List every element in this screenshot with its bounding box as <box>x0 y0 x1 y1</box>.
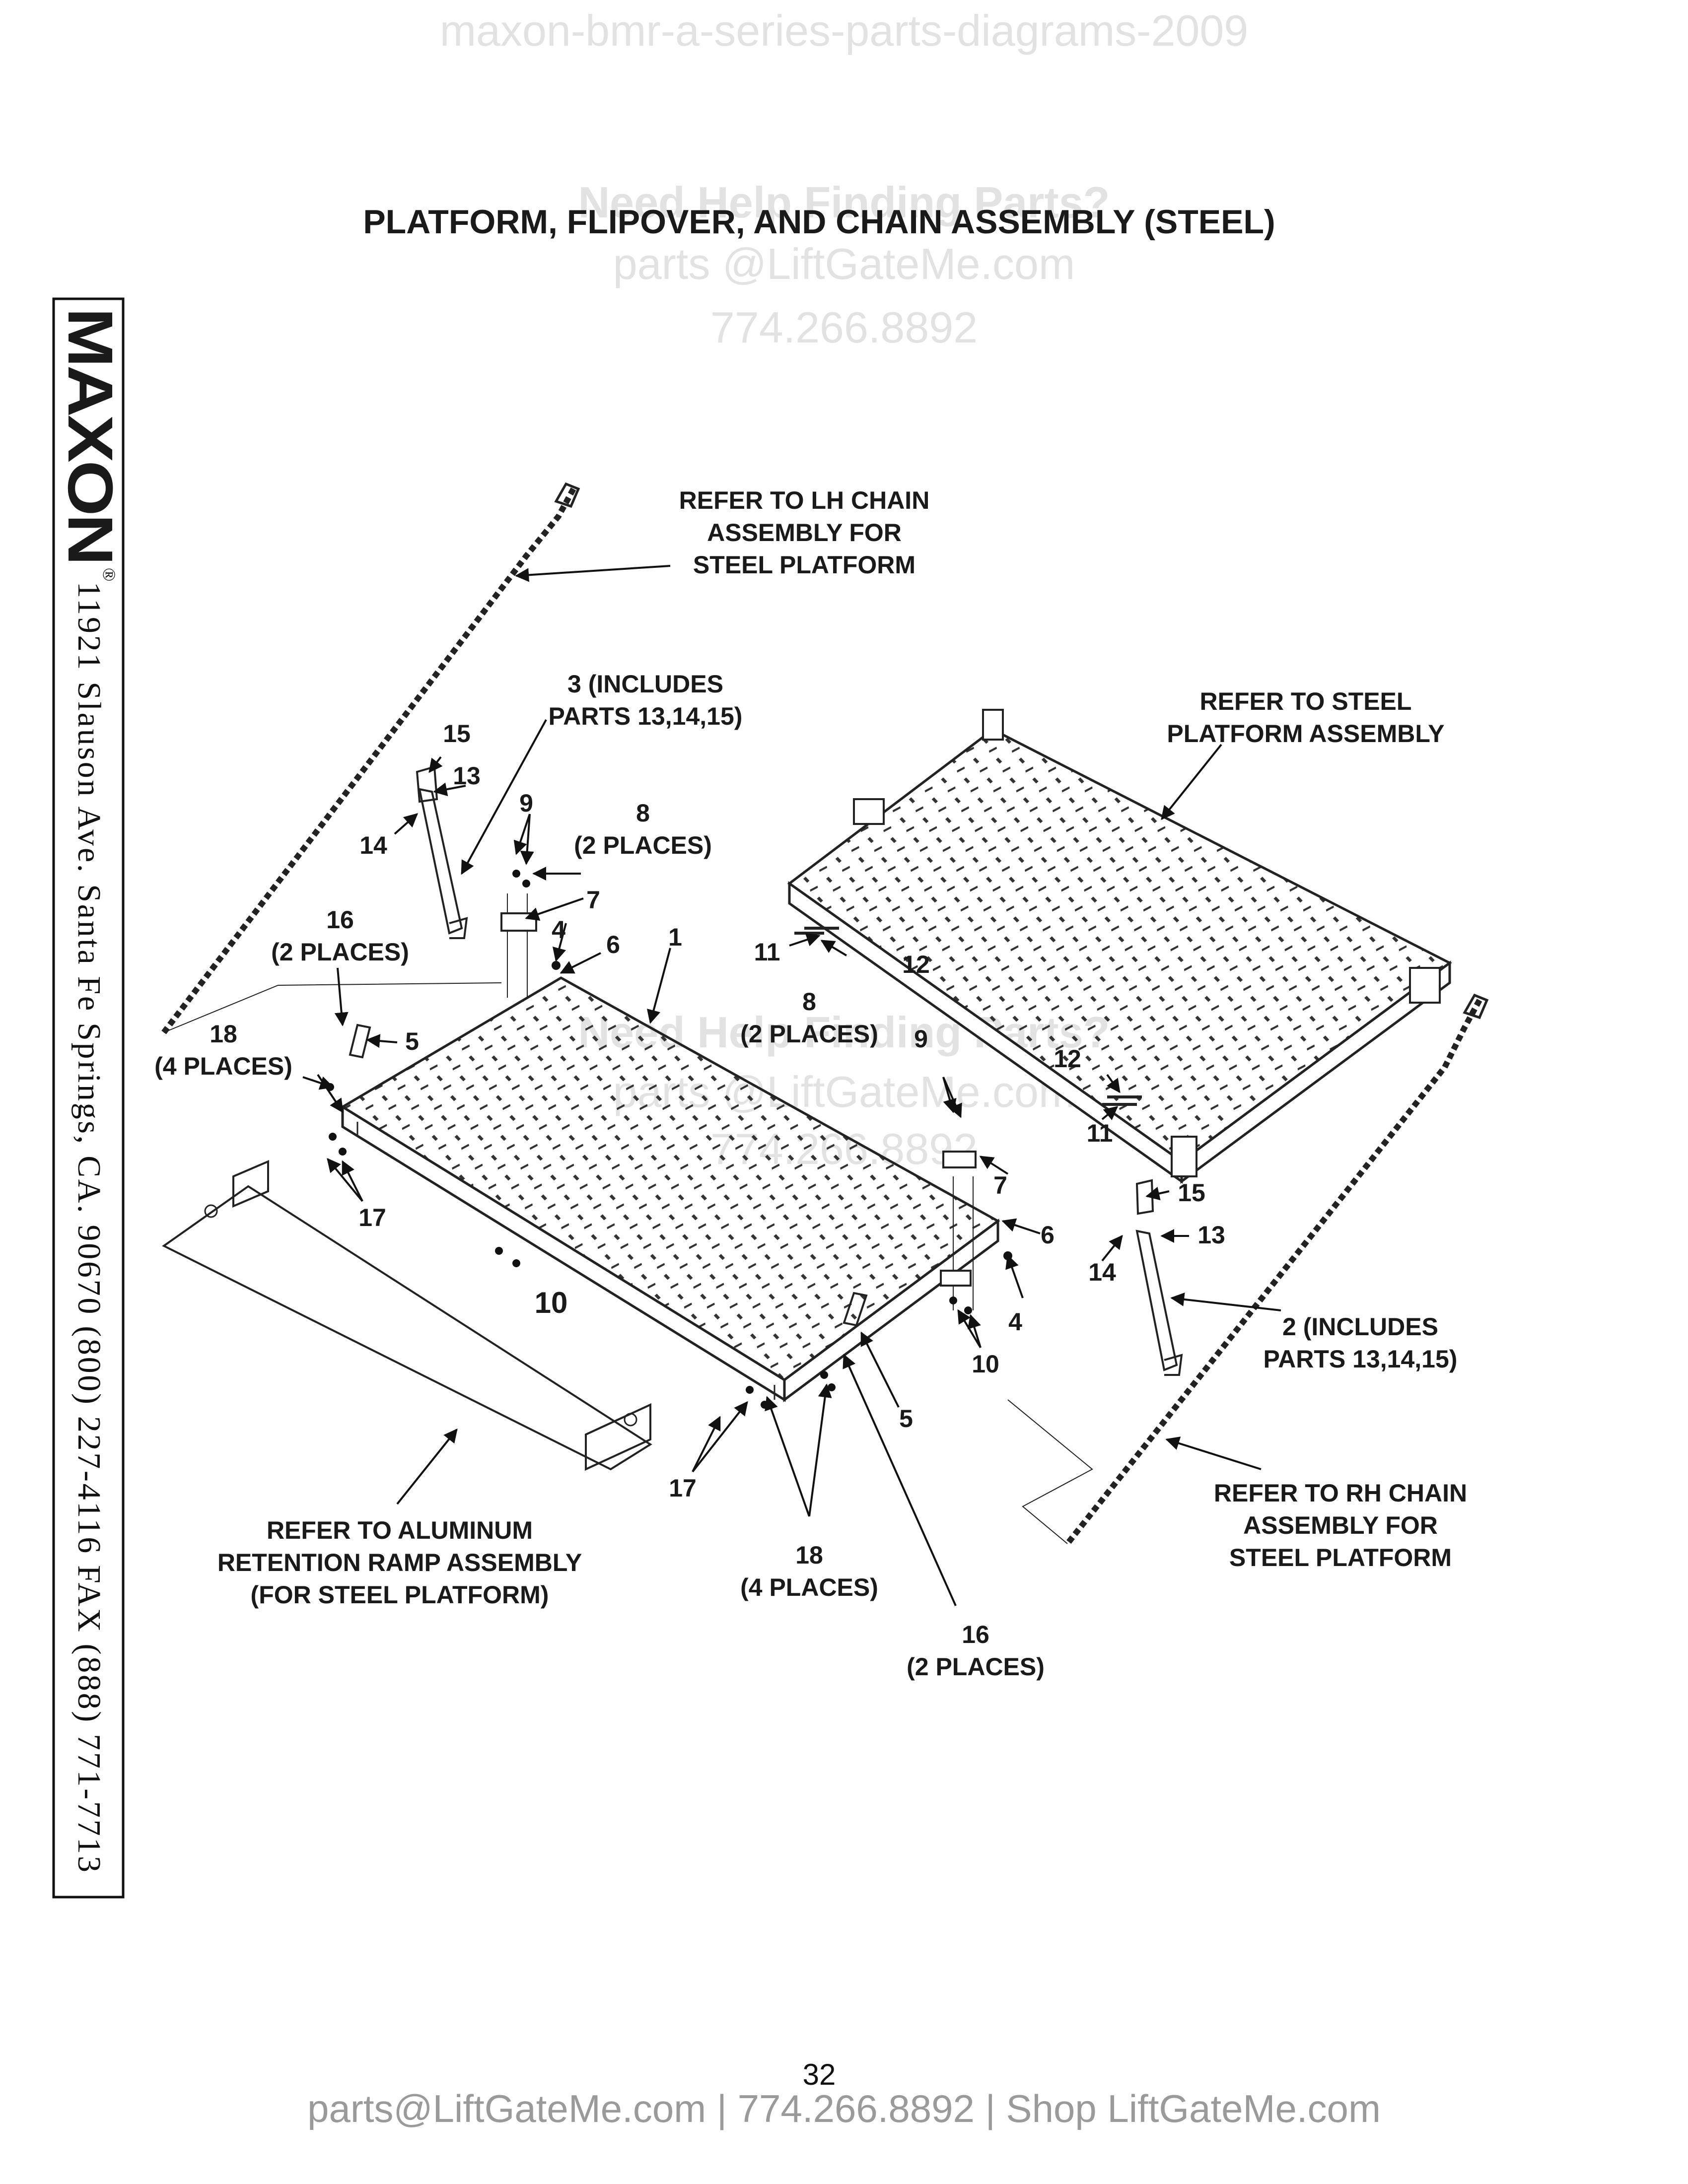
callout-8b-2: (2 PLACES) <box>740 1020 878 1048</box>
callout-16a-1: 16 <box>326 906 354 934</box>
callout-15a: 15 <box>443 720 471 748</box>
callout-18a-1: 18 <box>210 1020 237 1048</box>
callout-lh-chain-1: REFER TO LH CHAIN <box>679 486 930 514</box>
footer-contact: parts@LiftGateMe.com | 774.266.8892 | Sh… <box>307 2087 1381 2130</box>
callout-14a: 14 <box>359 831 387 859</box>
registered-mark: ® <box>99 568 119 581</box>
callout-15b: 15 <box>1178 1179 1205 1207</box>
callout-13b: 13 <box>1197 1221 1225 1249</box>
callout-part2-1: 2 (INCLUDES <box>1282 1313 1438 1341</box>
callout-labels: REFER TO LH CHAIN ASSEMBLY FOR STEEL PLA… <box>154 486 1467 1681</box>
callout-part3-2: PARTS 13,14,15) <box>549 702 743 730</box>
callout-rh-chain-3: STEEL PLATFORM <box>1229 1544 1452 1571</box>
callout-16a-2: (2 PLACES) <box>271 938 409 966</box>
callout-7a: 7 <box>586 886 600 914</box>
callout-1: 1 <box>668 923 682 951</box>
callout-8a-2: (2 PLACES) <box>574 831 712 859</box>
watermark-doc-name: maxon-bmr-a-series-parts-diagrams-2009 <box>440 6 1249 55</box>
drawing-lines <box>161 482 1489 1546</box>
aluminum-ramp <box>162 1160 652 1471</box>
maxon-logo: MAXON <box>55 308 126 563</box>
callout-16b-1: 16 <box>962 1621 989 1648</box>
watermark-email: parts @LiftGateMe.com <box>613 239 1075 288</box>
callout-ramp-1: REFER TO ALUMINUM <box>267 1516 533 1544</box>
callout-11a: 11 <box>754 938 780 966</box>
callout-lh-chain-3: STEEL PLATFORM <box>693 551 915 579</box>
callout-part3-1: 3 (INCLUDES <box>567 670 723 698</box>
callout-12a: 12 <box>902 951 930 978</box>
steel-platform-upper <box>787 709 1452 1184</box>
callout-rh-chain-2: ASSEMBLY FOR <box>1243 1511 1438 1539</box>
callout-lh-chain-2: ASSEMBLY FOR <box>707 519 902 546</box>
callout-6a: 6 <box>606 931 620 958</box>
callout-9b: 9 <box>914 1025 928 1053</box>
callout-10b: 10 <box>972 1350 999 1378</box>
page-title: PLATFORM, FLIPOVER, AND CHAIN ASSEMBLY (… <box>363 203 1275 241</box>
flipover-platform <box>340 976 1000 1402</box>
callout-4a: 4 <box>552 916 565 944</box>
callout-9a: 9 <box>519 789 533 817</box>
fasteners <box>326 870 1012 1409</box>
callout-part2-2: PARTS 13,14,15) <box>1264 1345 1458 1373</box>
callout-18a-2: (4 PLACES) <box>154 1052 292 1080</box>
callout-14b: 14 <box>1088 1258 1116 1286</box>
watermark-phone: 774.266.8892 <box>710 303 978 352</box>
leader-arrows <box>302 565 1281 1606</box>
callout-ramp-2: RETENTION RAMP ASSEMBLY <box>217 1549 582 1576</box>
callout-11b: 11 <box>1087 1119 1113 1147</box>
callout-ramp-3: (FOR STEEL PLATFORM) <box>251 1581 549 1609</box>
lh-chain <box>161 487 576 1034</box>
callout-5b: 5 <box>899 1405 913 1433</box>
callout-8a-1: 8 <box>636 799 650 827</box>
watermark-help: Need Help Finding Parts? <box>578 178 1110 227</box>
callout-16b-2: (2 PLACES) <box>907 1653 1045 1681</box>
callout-17a: 17 <box>358 1204 386 1231</box>
callout-5a: 5 <box>405 1027 419 1055</box>
callout-rh-chain-1: REFER TO RH CHAIN <box>1214 1479 1467 1507</box>
sidebar-frame <box>52 297 125 1899</box>
callout-steel-platform-2: PLATFORM ASSEMBLY <box>1167 720 1444 748</box>
callout-18b-1: 18 <box>795 1541 823 1569</box>
callout-17b: 17 <box>669 1474 697 1502</box>
callout-6b: 6 <box>1041 1221 1055 1249</box>
callout-10a: 10 <box>535 1286 568 1319</box>
callout-12b: 12 <box>1054 1045 1081 1073</box>
page-number: 32 <box>803 2058 836 2091</box>
callout-7b: 7 <box>993 1171 1007 1199</box>
callout-18b-2: (4 PLACES) <box>740 1573 878 1601</box>
company-address: 11921 Slauson Ave. Santa Fe Springs, CA.… <box>71 582 107 1872</box>
callout-steel-platform-1: REFER TO STEEL <box>1200 687 1412 715</box>
sidebar-content: MAXON ® 11921 Slauson Ave. Santa Fe Spri… <box>55 308 126 1872</box>
callout-13a: 13 <box>453 762 481 790</box>
callout-8b-1: 8 <box>802 988 816 1016</box>
callout-4b: 4 <box>1008 1308 1022 1336</box>
